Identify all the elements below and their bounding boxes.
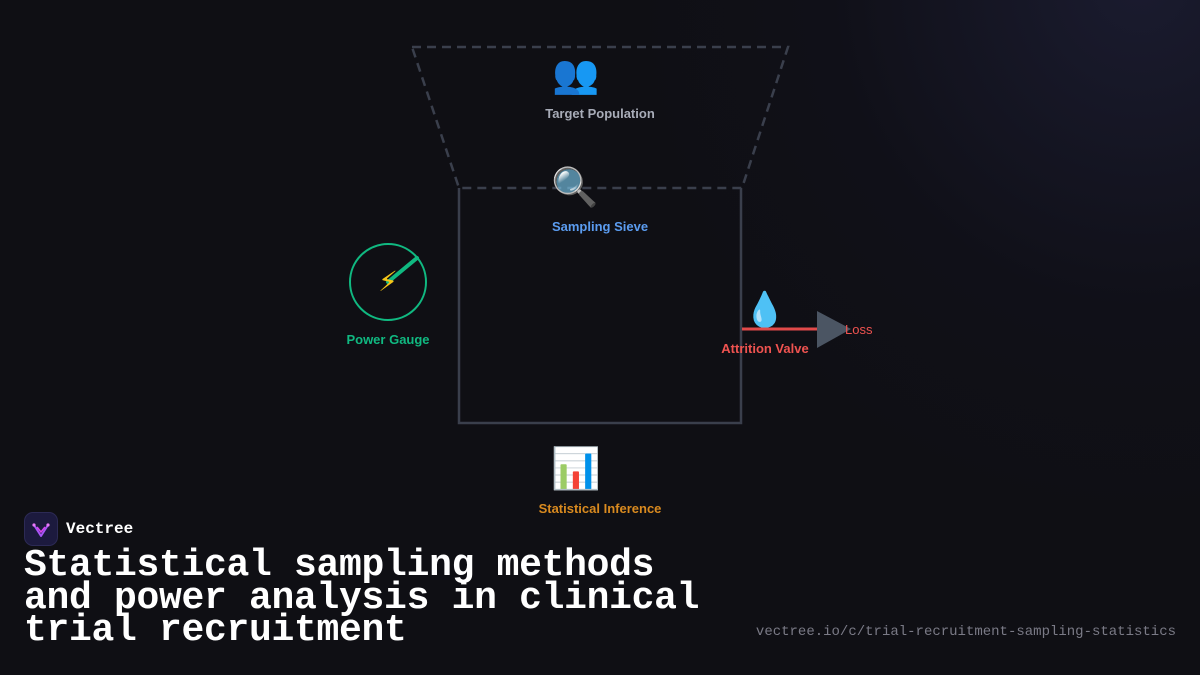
statistical-inference-label: Statistical Inference xyxy=(539,501,662,516)
bar-chart-icon: 📊 xyxy=(551,445,601,492)
lightning-icon: ⚡ xyxy=(378,265,398,298)
page-title: Statistical sampling methods and power a… xyxy=(24,544,700,652)
magnifier-icon: 🔍 xyxy=(551,163,598,209)
brand: Vectree xyxy=(24,512,133,546)
target-population-label: Target Population xyxy=(545,106,655,121)
attrition-arrowhead xyxy=(817,311,851,348)
power-gauge-ring xyxy=(349,243,427,321)
funnel-top-outline xyxy=(410,45,790,190)
power-gauge-label: Power Gauge xyxy=(346,332,429,347)
vectree-logo-icon xyxy=(24,512,58,546)
power-gauge-needle xyxy=(386,256,419,284)
people-icon: 👥 xyxy=(552,52,599,96)
sampling-sieve-label: Sampling Sieve xyxy=(552,219,648,234)
loss-label: Loss xyxy=(845,322,873,337)
page-url[interactable]: vectree.io/c/trial-recruitment-sampling-… xyxy=(755,624,1176,640)
brand-name: Vectree xyxy=(66,520,134,538)
droplet-icon: 💧 xyxy=(744,290,786,330)
attrition-valve-label: Attrition Valve xyxy=(721,341,808,356)
funnel-body-outline xyxy=(457,188,743,425)
